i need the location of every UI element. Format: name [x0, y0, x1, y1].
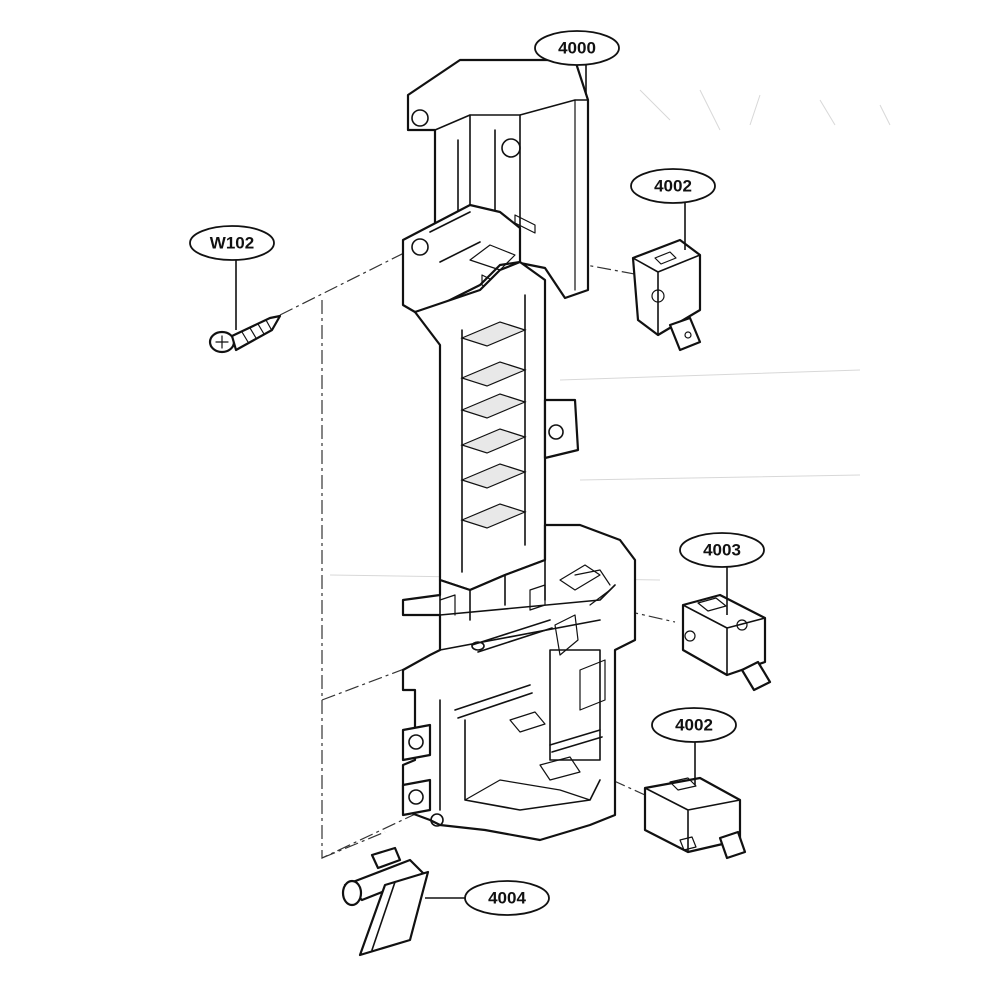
part-4002-top-switch: [631, 238, 702, 352]
part-4000-latch-bracket: [401, 58, 637, 842]
assembly-lines: [279, 249, 676, 859]
part-4003-middle-switch: [681, 593, 772, 692]
part-4004-latch-hook: [341, 846, 430, 957]
leader-lines: [235, 65, 728, 899]
callout-4002-top-label: 4002: [654, 177, 692, 196]
callout-4000: 4000: [534, 30, 620, 66]
callout-4002-bottom-label: 4002: [675, 716, 713, 735]
callout-4002-bottom: 4002: [651, 707, 737, 743]
callout-W102-label: W102: [210, 234, 254, 253]
callout-4003: 4003: [679, 532, 765, 568]
callout-4003-label: 4003: [703, 541, 741, 560]
background-watermark: [329, 89, 891, 581]
callout-4004-label: 4004: [488, 889, 526, 908]
part-W102-screw: [208, 314, 282, 354]
callout-4000-label: 4000: [558, 39, 596, 58]
callout-W102: W102: [189, 225, 275, 261]
part-4002-bottom-switch: [643, 776, 747, 860]
callout-4002-top: 4002: [630, 168, 716, 204]
callout-4004: 4004: [464, 880, 550, 916]
